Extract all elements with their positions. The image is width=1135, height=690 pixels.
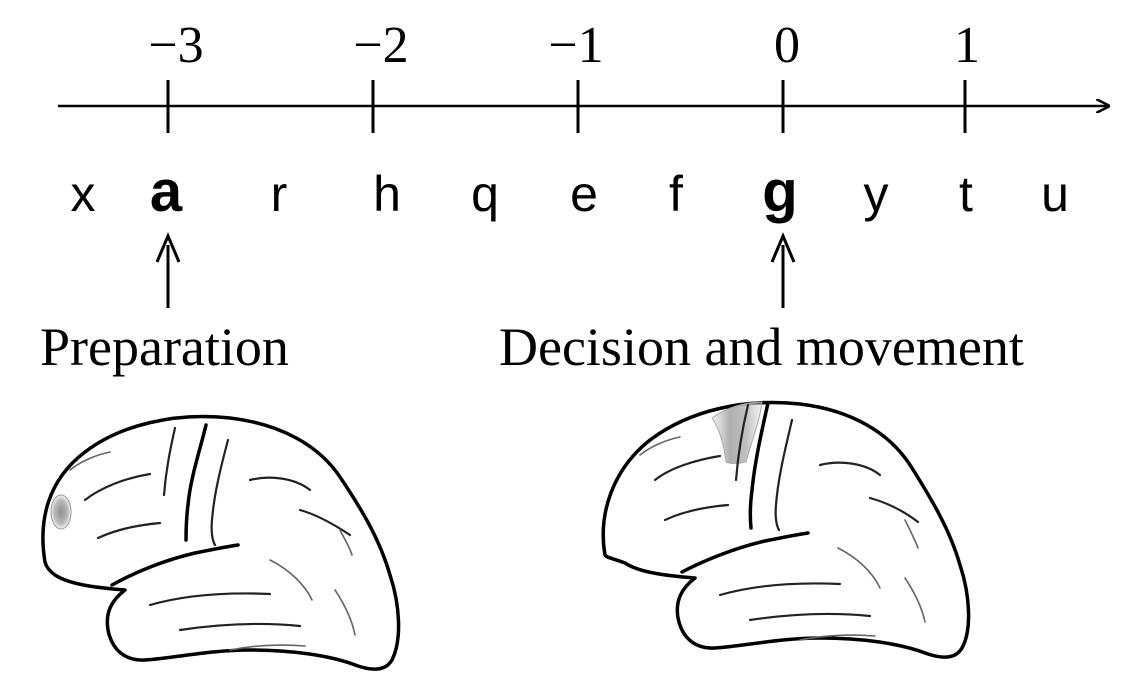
- tick-label: −2: [353, 17, 408, 74]
- letter: u: [1041, 166, 1069, 222]
- letter: y: [864, 166, 889, 222]
- letter-sequence: x a r h q e f g y t u: [71, 159, 1069, 224]
- brain-preparation: [41, 414, 401, 671]
- letter: q: [471, 166, 499, 222]
- timeline: −3 −2 −1 0 1: [58, 17, 1108, 133]
- brain-decision: [601, 400, 971, 659]
- letter: h: [373, 166, 401, 222]
- activation-strip: [711, 401, 763, 464]
- letter: x: [71, 166, 96, 222]
- tick-label: 1: [954, 17, 980, 74]
- activation-spot: [50, 494, 72, 530]
- decision-arrow: [770, 232, 796, 308]
- letter: r: [271, 166, 288, 222]
- tick-label: −3: [148, 17, 203, 74]
- tick-label: −1: [548, 17, 603, 74]
- tick-label: 0: [774, 17, 800, 74]
- preparation-arrow: [155, 232, 181, 308]
- letter-target: g: [762, 159, 797, 224]
- letter: f: [669, 166, 683, 222]
- letter-target: a: [150, 159, 183, 224]
- preparation-label: Preparation: [40, 317, 289, 377]
- decision-label: Decision and movement: [499, 317, 1024, 377]
- letter: t: [959, 166, 973, 222]
- letter: e: [570, 166, 598, 222]
